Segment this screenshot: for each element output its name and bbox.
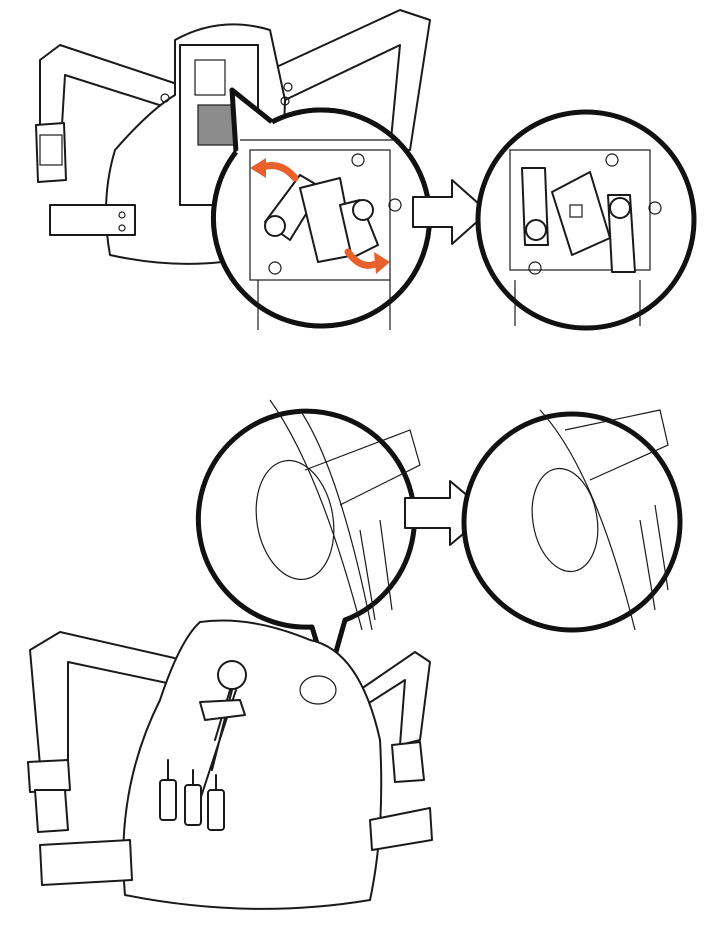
zoom-callout-pad [195, 399, 421, 683]
zoom-result-pad-removed [461, 409, 683, 633]
vest-front-illustration [27, 619, 433, 910]
step-arrow-right-icon [412, 179, 489, 245]
zoom-result-latch-open [475, 109, 697, 331]
zoom-callout-latch-closed [211, 87, 432, 330]
